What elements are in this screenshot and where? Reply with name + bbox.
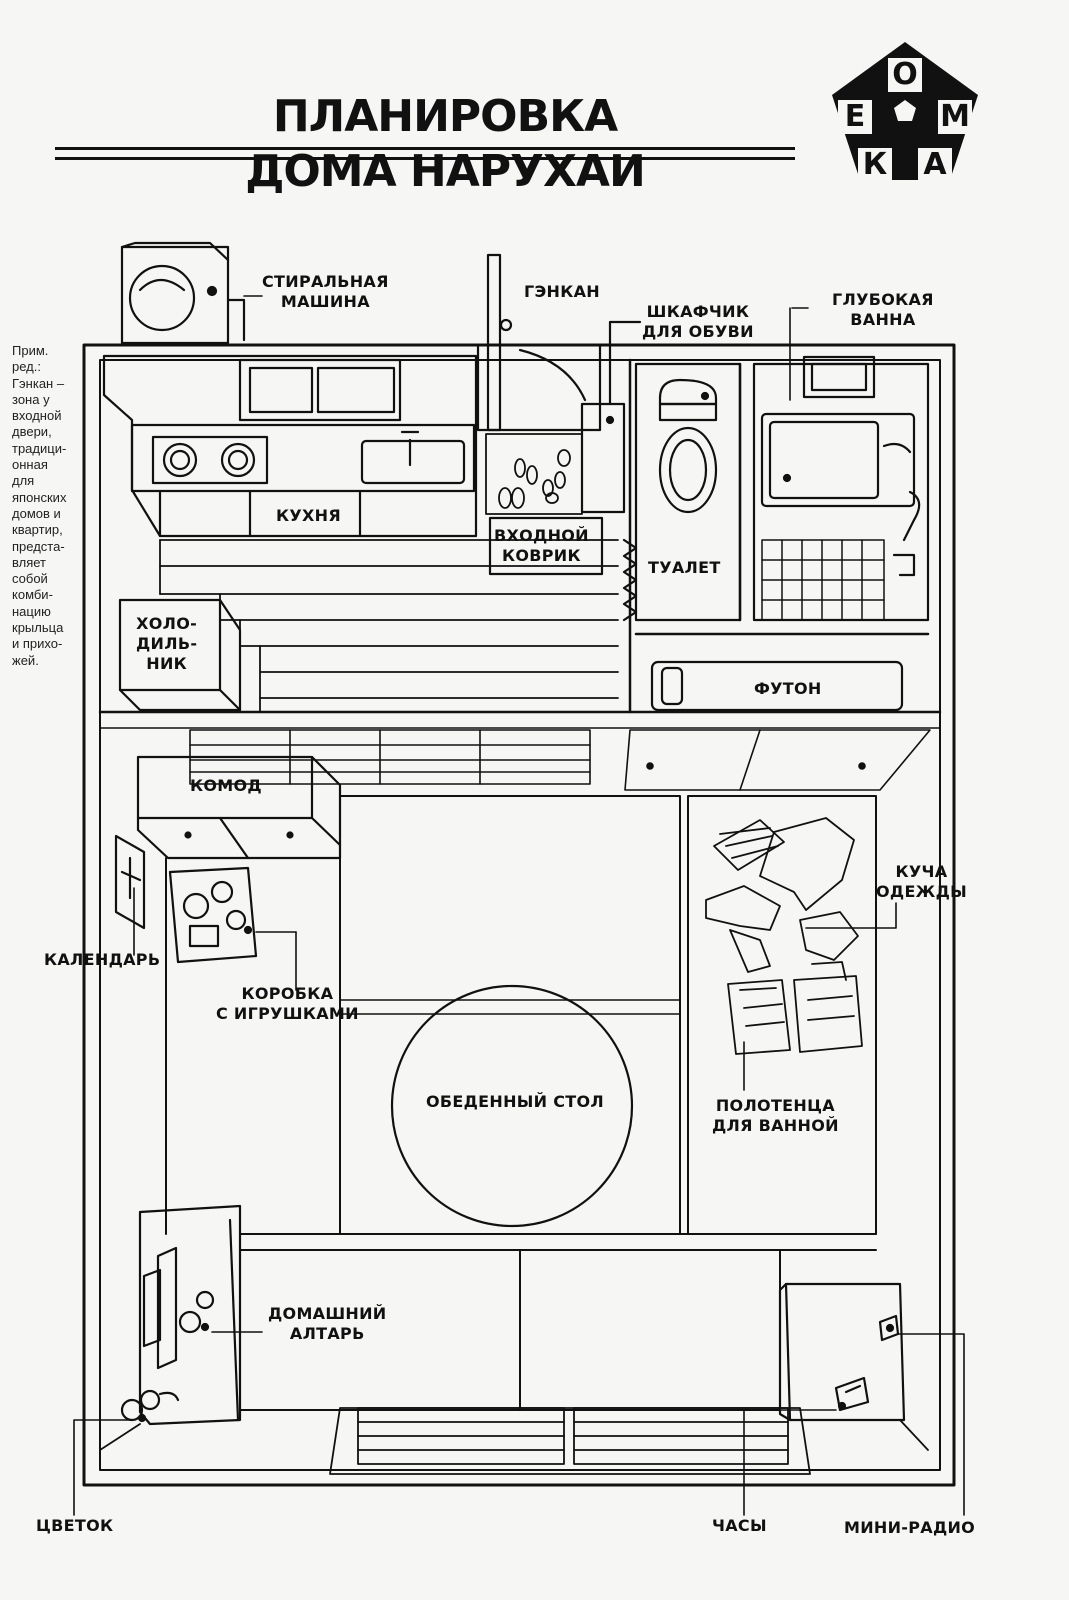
label-line: НИК	[146, 654, 188, 673]
label-line: КУЧА	[895, 862, 948, 881]
label-mini-radio: МИНИ-РАДИО	[844, 1518, 976, 1537]
label-line: ОДЕЖДЫ	[876, 882, 967, 901]
label-line: СТИРАЛЬНАЯ	[262, 272, 389, 291]
label-kitchen: КУХНЯ	[276, 506, 341, 525]
mini-radio	[878, 1314, 900, 1342]
label-line: ПОЛОТЕНЦА	[715, 1096, 835, 1115]
note-line: традици-	[12, 440, 67, 456]
calendar	[114, 834, 146, 930]
note-line: жей.	[12, 652, 39, 668]
toilet-room	[622, 362, 742, 622]
washing-machine-icon	[120, 241, 246, 345]
label-line: КОРОБКА	[241, 984, 334, 1003]
label-line: АЛТАРЬ	[289, 1324, 365, 1343]
logo-letter-3: М	[938, 100, 972, 134]
corner-details	[99, 1419, 929, 1451]
note-line: двери,	[12, 424, 52, 440]
note-line: квартир,	[12, 522, 63, 538]
label-line: ГЛУБОКАЯ	[832, 290, 934, 309]
kitchen-counter	[102, 354, 478, 538]
page-title-line2: ДОМА НАРУХАИ	[245, 146, 646, 197]
dresser	[136, 755, 342, 860]
bathroom	[752, 355, 930, 622]
note-line: комби-	[12, 587, 53, 603]
label-washing-machine: СТИРАЛЬНАЯ МАШИНА	[262, 272, 389, 312]
futon	[650, 660, 904, 712]
note-line: нацию	[12, 603, 51, 619]
clock	[834, 1376, 870, 1412]
logo-letter-1: Е	[838, 100, 872, 134]
label-line: КОВРИК	[502, 546, 581, 565]
leader-lines	[73, 295, 965, 1516]
note-line: зона у	[12, 391, 50, 407]
label-line: ВХОДНОЙ	[494, 526, 589, 545]
entrance-mat	[488, 516, 604, 576]
label-line: ДИЛЬ-	[136, 634, 198, 653]
label-bathtub: ГЛУБОКАЯ ВАННА	[832, 290, 934, 330]
note-line: Прим.	[12, 343, 49, 358]
toy-box	[168, 866, 258, 964]
label-futon: ФУТОН	[754, 679, 822, 698]
interior-walls	[98, 358, 942, 729]
shoe-cabinet	[580, 320, 642, 514]
label-entrance-mat: ВХОДНОЙ КОВРИК	[494, 526, 589, 566]
label-dresser: КОМОД	[190, 776, 262, 795]
entry-steps	[329, 1407, 811, 1475]
note-line: для	[12, 473, 35, 489]
note-line: крыльца	[12, 620, 64, 636]
title-rule-top-2	[55, 157, 795, 160]
page-title-line1: ПЛАНИРОВКА	[272, 91, 618, 142]
note-line: Гэнкан –	[12, 375, 65, 391]
label-line: МАШИНА	[280, 292, 370, 311]
genkan-shoes	[485, 433, 583, 515]
bath-towels	[727, 961, 863, 1055]
outer-walls	[82, 343, 956, 1487]
label-genkan: ГЭНКАН	[524, 282, 600, 301]
label-flower: ЦВЕТОК	[36, 1516, 114, 1535]
label-toy-box: КОРОБКА С ИГРУШКАМИ	[216, 984, 359, 1024]
label-calendar: КАЛЕНДАРЬ	[44, 950, 161, 969]
label-dining-table: ОБЕДЕННЫЙ СТОЛ	[426, 1092, 604, 1111]
genkan-door	[476, 253, 602, 432]
label-line: ШКАФЧИК	[646, 302, 750, 321]
editor-note: Прим. ред.: Гэнкан – зона у входной двер…	[12, 343, 78, 669]
pentagon-logo-icon	[832, 42, 978, 180]
label-line: ХОЛО-	[136, 614, 198, 633]
note-line: предста-	[12, 538, 65, 554]
home-altar	[138, 1204, 242, 1426]
clothes-pile	[705, 817, 859, 973]
label-clothes-pile: КУЧА ОДЕЖДЫ	[876, 862, 967, 902]
label-clock: ЧАСЫ	[712, 1516, 767, 1535]
label-line: ДОМАШНИЙ	[268, 1304, 387, 1323]
logo-letter-2: О	[888, 58, 922, 92]
logo-letter-4: К	[858, 148, 892, 182]
note-line: вляет	[12, 554, 46, 570]
title-rule-top-1	[55, 147, 795, 150]
label-shoe-cabinet: ШКАФЧИК ДЛЯ ОБУВИ	[642, 302, 754, 342]
dining-table	[390, 984, 634, 1228]
label-line: ДЛЯ ВАННОЙ	[712, 1116, 839, 1135]
publisher-logo: Е О М К А	[830, 40, 980, 190]
label-toilet: ТУАЛЕТ	[648, 558, 721, 577]
logo-letter-5: А	[918, 148, 952, 182]
label-fridge: ХОЛО- ДИЛЬ- НИК	[136, 614, 197, 674]
fridge	[118, 598, 242, 712]
label-line: ДЛЯ ОБУВИ	[642, 322, 754, 341]
flower	[120, 1389, 180, 1423]
label-altar: ДОМАШНИЙ АЛТАРЬ	[268, 1304, 387, 1344]
radio-shelf	[778, 1282, 906, 1422]
note-line: входной	[12, 408, 62, 424]
sliding-doors	[189, 729, 931, 791]
label-bath-towels: ПОЛОТЕНЦА ДЛЯ ВАННОЙ	[712, 1096, 839, 1136]
note-line: и прихо-	[12, 636, 63, 652]
note-line: домов и	[12, 505, 61, 521]
bathroom-tiles	[761, 539, 885, 621]
label-line: С ИГРУШКАМИ	[216, 1004, 359, 1023]
note-line: собой	[12, 571, 48, 587]
note-line: японских	[12, 489, 67, 505]
note-line: онная	[12, 457, 48, 473]
label-line: ВАННА	[850, 310, 916, 329]
note-line: ред.:	[12, 359, 41, 375]
